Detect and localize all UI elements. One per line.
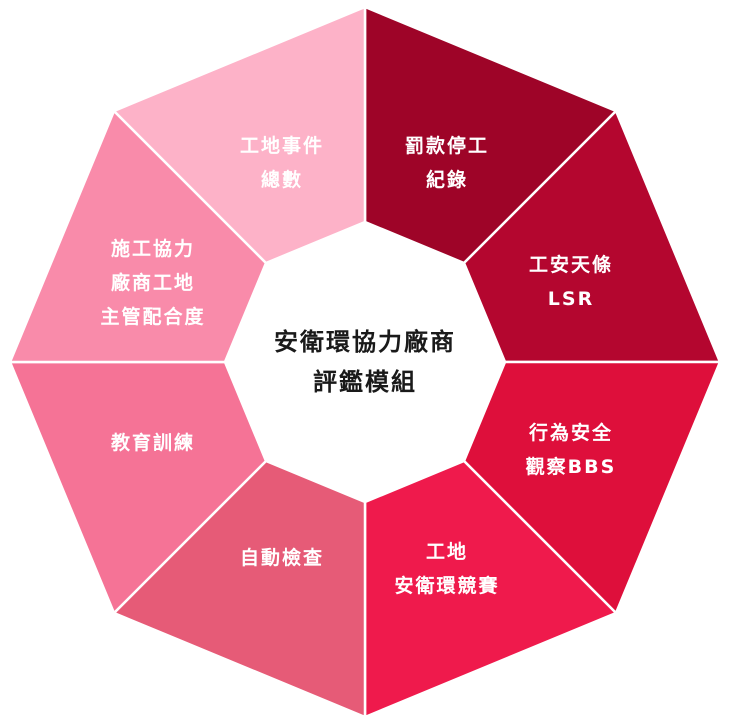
segment-label-bottom-right-line-1: 工地 bbox=[426, 540, 468, 563]
segment-label-left-lower-line-1: 教育訓練 bbox=[111, 431, 195, 454]
segment-label-bottom-right-line-2: 安衛環競賽 bbox=[394, 574, 499, 597]
segments-layer bbox=[8, 5, 722, 719]
center-layer: 安衛環協力廠商 評鑑模組 bbox=[233, 230, 497, 494]
center-title-line-2: 評鑑模組 bbox=[313, 368, 417, 396]
segment-label-left-upper-line-3: 主管配合度 bbox=[100, 305, 205, 328]
segment-label-left-upper-line-2: 廠商工地 bbox=[111, 271, 195, 294]
segment-label-bottom-left-line-1: 自動檢查 bbox=[240, 546, 324, 569]
segment-label-right-upper-line-1: 工安天條 bbox=[529, 253, 613, 276]
center-title-line-1: 安衛環協力廠商 bbox=[274, 328, 456, 356]
segment-label-top-left-line-2: 總數 bbox=[261, 168, 303, 191]
segment-label-top-right-line-1: 罰款停工 bbox=[405, 134, 489, 157]
segment-label-right-lower-line-2: 觀察BBS bbox=[526, 455, 617, 478]
segment-top-left bbox=[111, 5, 367, 265]
segment-label-right-upper-line-2: LSR bbox=[548, 288, 594, 310]
segment-label-right-lower-line-1: 行為安全 bbox=[528, 421, 613, 444]
segment-label-left-upper-line-1: 施工協力 bbox=[111, 237, 195, 260]
segment-label-top-right-line-2: 紀錄 bbox=[426, 168, 468, 191]
segment-label-top-left-line-1: 工地事件 bbox=[240, 134, 324, 157]
center-octagon bbox=[233, 230, 497, 494]
